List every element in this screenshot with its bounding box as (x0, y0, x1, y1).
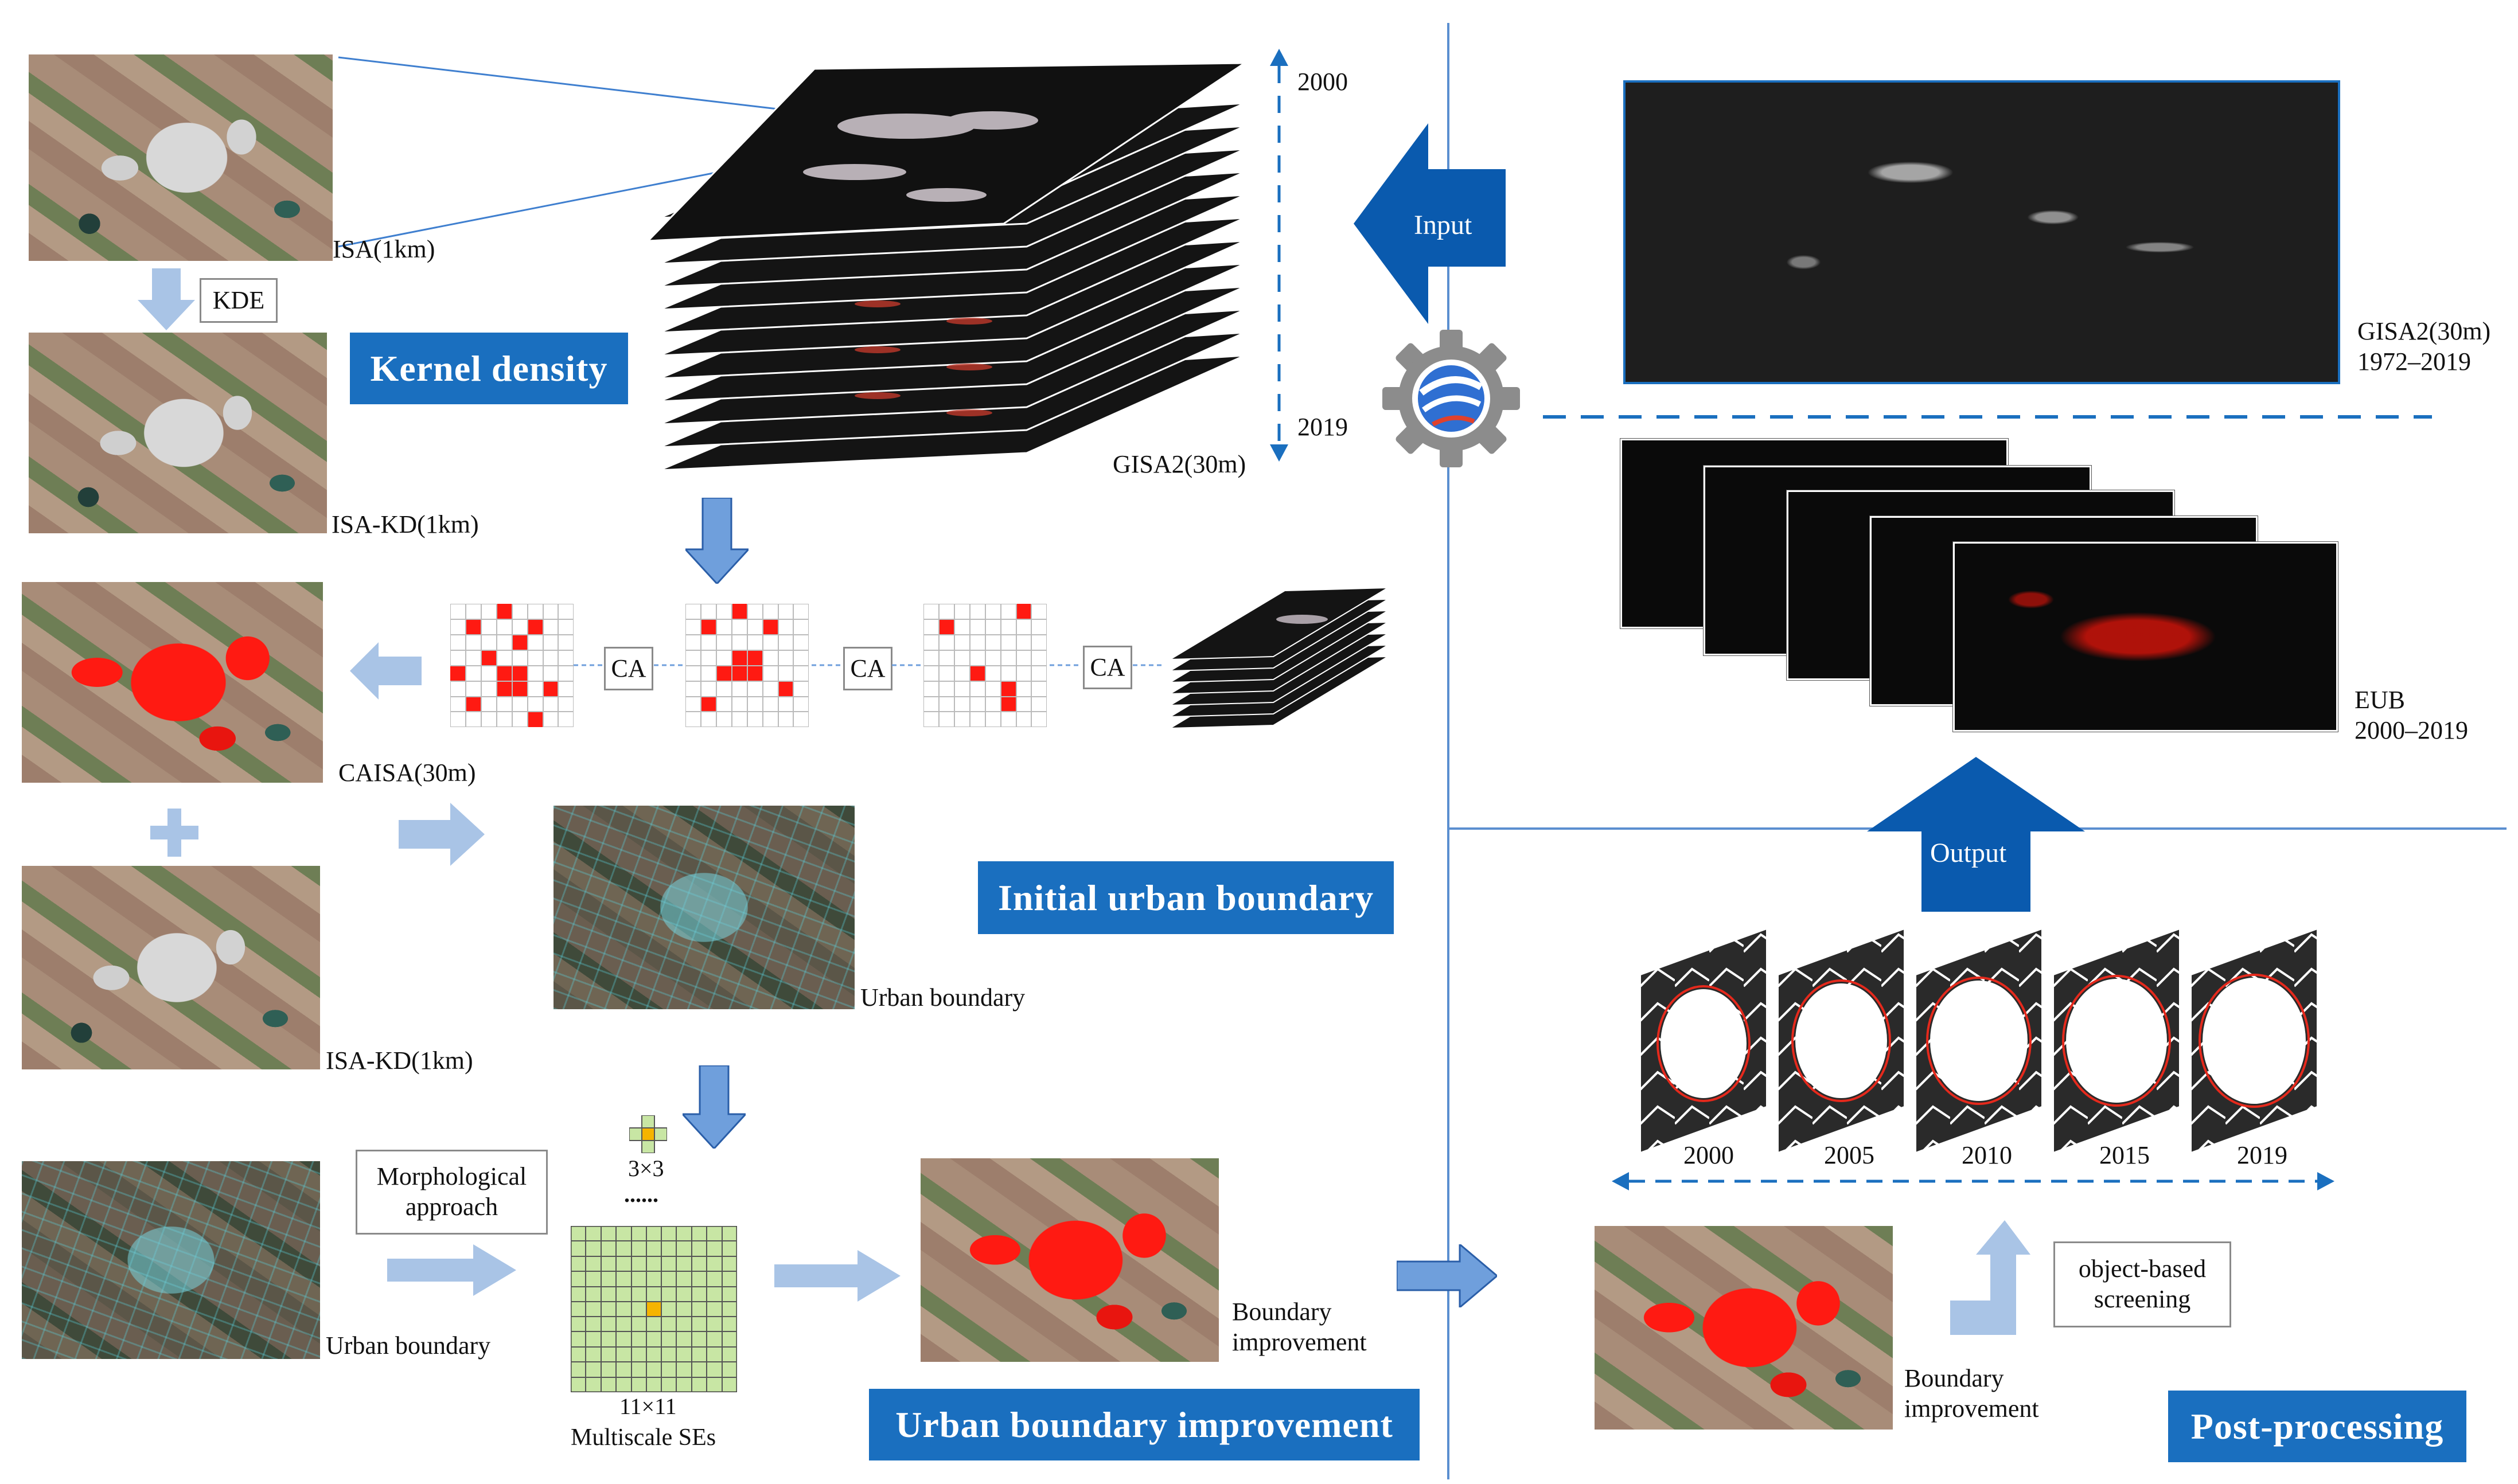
gisa2-1972-2019-image (1623, 80, 2340, 384)
isa-1km-image (29, 54, 333, 261)
caisa-30m-image (22, 582, 323, 783)
ca-box-2: CA (843, 647, 892, 690)
input-label: Input (1414, 210, 1472, 240)
input-arrow (1354, 123, 1506, 324)
year-2019-label: 2019 (1297, 413, 1348, 441)
ca-box-3: CA (1083, 646, 1132, 689)
se-11x11-label: 11×11 (619, 1393, 677, 1419)
eub-label-line1: EUB (2355, 686, 2405, 714)
right-arrow-to-initial (399, 803, 485, 866)
isa-1km-label: ISA(1km) (333, 235, 435, 263)
se-3x3-label: 3×3 (628, 1155, 664, 1181)
urban-boundary-mid-label: Urban boundary (860, 983, 1026, 1012)
gisa2-right-label-line2: 1972–2019 (2357, 347, 2471, 376)
isa-kd-1km-image-bottom (22, 866, 320, 1069)
down-arrow-boundary (683, 1065, 746, 1149)
ca-grid-3 (923, 604, 1047, 727)
ca-grid-1 (450, 604, 574, 727)
boundary-improvement-mid-image (921, 1158, 1219, 1362)
gisa2-right-label-line1: GISA2(30m) (2357, 317, 2491, 345)
object-based-screening-box: object-based screening (2053, 1241, 2231, 1327)
year-timeline (1270, 49, 1288, 462)
ca-box-1: CA (604, 647, 653, 690)
urban-boundary-left-label: Urban boundary (326, 1331, 491, 1360)
year-label-2019: 2019 (2237, 1141, 2287, 1169)
year-2000-label: 2000 (1297, 68, 1348, 96)
eub-layer-5 (1953, 542, 2338, 732)
boundary-improvement-right-image (1595, 1226, 1893, 1430)
boundary-improvement-mid-label: Boundary improvement (1232, 1298, 1367, 1356)
urban-boundary-improvement-title: Urban boundary improvement (869, 1389, 1420, 1460)
ca-connectors (574, 664, 1164, 666)
year-label-2010: 2010 (1962, 1141, 2012, 1169)
kde-box: KDE (200, 278, 278, 323)
se-3x3-icon (629, 1115, 667, 1153)
year-label-2005: 2005 (1824, 1141, 1874, 1169)
boundary-improvement-right-label: Boundary improvement (1904, 1364, 2039, 1423)
initial-urban-boundary-title: Initial urban boundary (978, 861, 1394, 934)
right-arrow-morph (387, 1244, 516, 1296)
initial-urban-boundary-image (554, 806, 855, 1009)
year-label-2015: 2015 (2099, 1141, 2150, 1169)
output-label: Output (1930, 838, 2007, 868)
plus-icon (150, 809, 198, 857)
small-layer-stack (1168, 587, 1390, 729)
up-arrow-screening (1950, 1220, 2030, 1335)
eub-label-line2: 2000–2019 (2355, 716, 2468, 744)
se-ellipsis: ...... (624, 1181, 658, 1207)
post-mask-frames (1640, 929, 2318, 1154)
isa-kd-1km-label-bottom: ISA-KD(1km) (326, 1046, 473, 1075)
right-arrow-improve (774, 1250, 901, 1302)
ca-grid-2 (685, 604, 809, 727)
multiscale-ses-label: Multiscale SEs (571, 1424, 716, 1451)
caisa-30m-label: CAISA(30m) (338, 759, 476, 787)
year-label-2000: 2000 (1683, 1141, 1734, 1169)
right-arrow-to-post (1397, 1244, 1497, 1307)
left-arrow-caisa (350, 642, 422, 700)
isa-kd-1km-label-top: ISA-KD(1km) (332, 510, 479, 538)
down-arrow-stack (685, 498, 749, 584)
post-processing-title: Post-processing (2168, 1391, 2466, 1462)
down-arrow-kde (138, 268, 195, 330)
urban-boundary-left-image (22, 1161, 320, 1359)
year-range-timeline (1612, 1172, 2334, 1190)
isa-kd-1km-image-top (29, 333, 327, 533)
kernel-density-title: Kernel density (350, 333, 628, 404)
output-arrow (1867, 757, 2085, 912)
gisa2-layer-stack (648, 62, 1248, 471)
morphological-approach-box: Morphological approach (356, 1150, 548, 1235)
gisa2-30m-label: GISA2(30m) (1113, 450, 1246, 478)
se-11x11-grid (571, 1226, 737, 1392)
earth-engine-gear-icon (1382, 330, 1520, 467)
